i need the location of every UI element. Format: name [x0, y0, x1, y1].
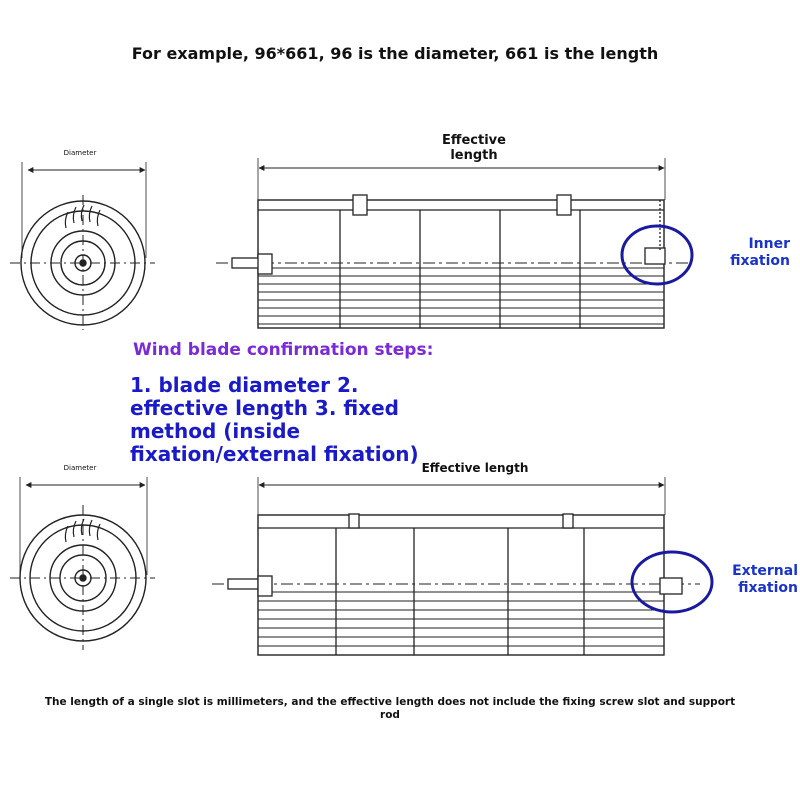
top-side-view [216, 158, 694, 329]
inner-fixation-label: Inner fixation [730, 236, 790, 269]
footnote: The length of a single slot is millimete… [44, 696, 736, 721]
top-end-view [10, 162, 155, 330]
bottom-diameter-label: Diameter [63, 464, 97, 472]
top-effective-length-label: Effective length [442, 133, 506, 163]
steps-heading: Wind blade confirmation steps: [133, 340, 434, 360]
top-diameter-label: Diameter [63, 149, 97, 157]
bottom-end-view [10, 477, 155, 650]
bottom-side-view [212, 477, 714, 656]
steps-body: 1. blade diameter 2. effective length 3.… [130, 373, 419, 466]
external-fixation-label: External fixation [732, 563, 798, 596]
bottom-effective-length-label: Effective length [421, 461, 529, 475]
page-title: For example, 96*661, 96 is the diameter,… [131, 44, 659, 63]
